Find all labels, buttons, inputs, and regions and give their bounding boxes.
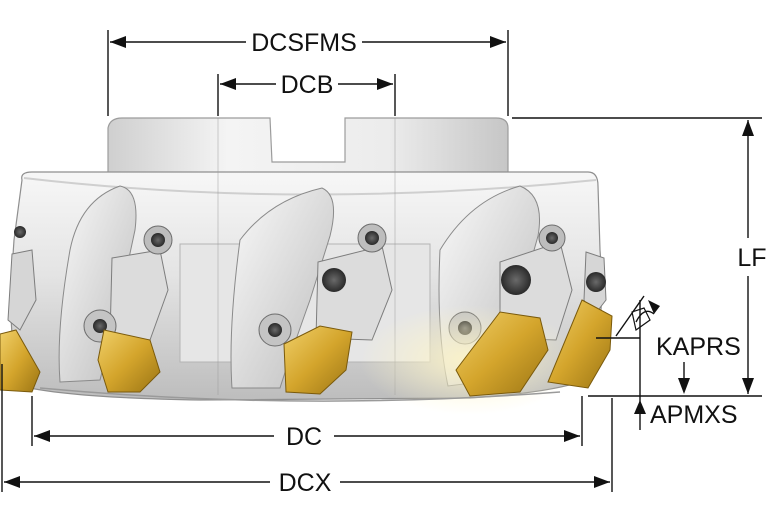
label-lf: LF: [737, 244, 766, 272]
insert-3: [455, 311, 549, 397]
label-dc: DC: [286, 423, 322, 451]
insert-4: [547, 299, 613, 389]
bottom-face: [39, 387, 561, 402]
insert-2: [283, 325, 353, 395]
dimension-labels: DCSFMS DCB LF KAPRS APMXS DC DCX: [251, 29, 766, 497]
cutter-hub: [107, 117, 509, 179]
cutter-illustration: [0, 117, 613, 415]
label-kaprs: KAPRS: [656, 333, 741, 361]
label-dcsfms: DCSFMS: [251, 29, 357, 57]
dimension-lines: [1, 30, 762, 492]
label-apmxs: APMXS: [650, 401, 738, 429]
insert-left: [0, 329, 41, 393]
inserts: [0, 299, 613, 397]
label-dcx: DCX: [279, 469, 332, 497]
flute-2: [230, 187, 335, 389]
clamp-left: [7, 249, 37, 331]
insert-1: [97, 329, 161, 393]
label-dcb: DCB: [281, 71, 334, 99]
